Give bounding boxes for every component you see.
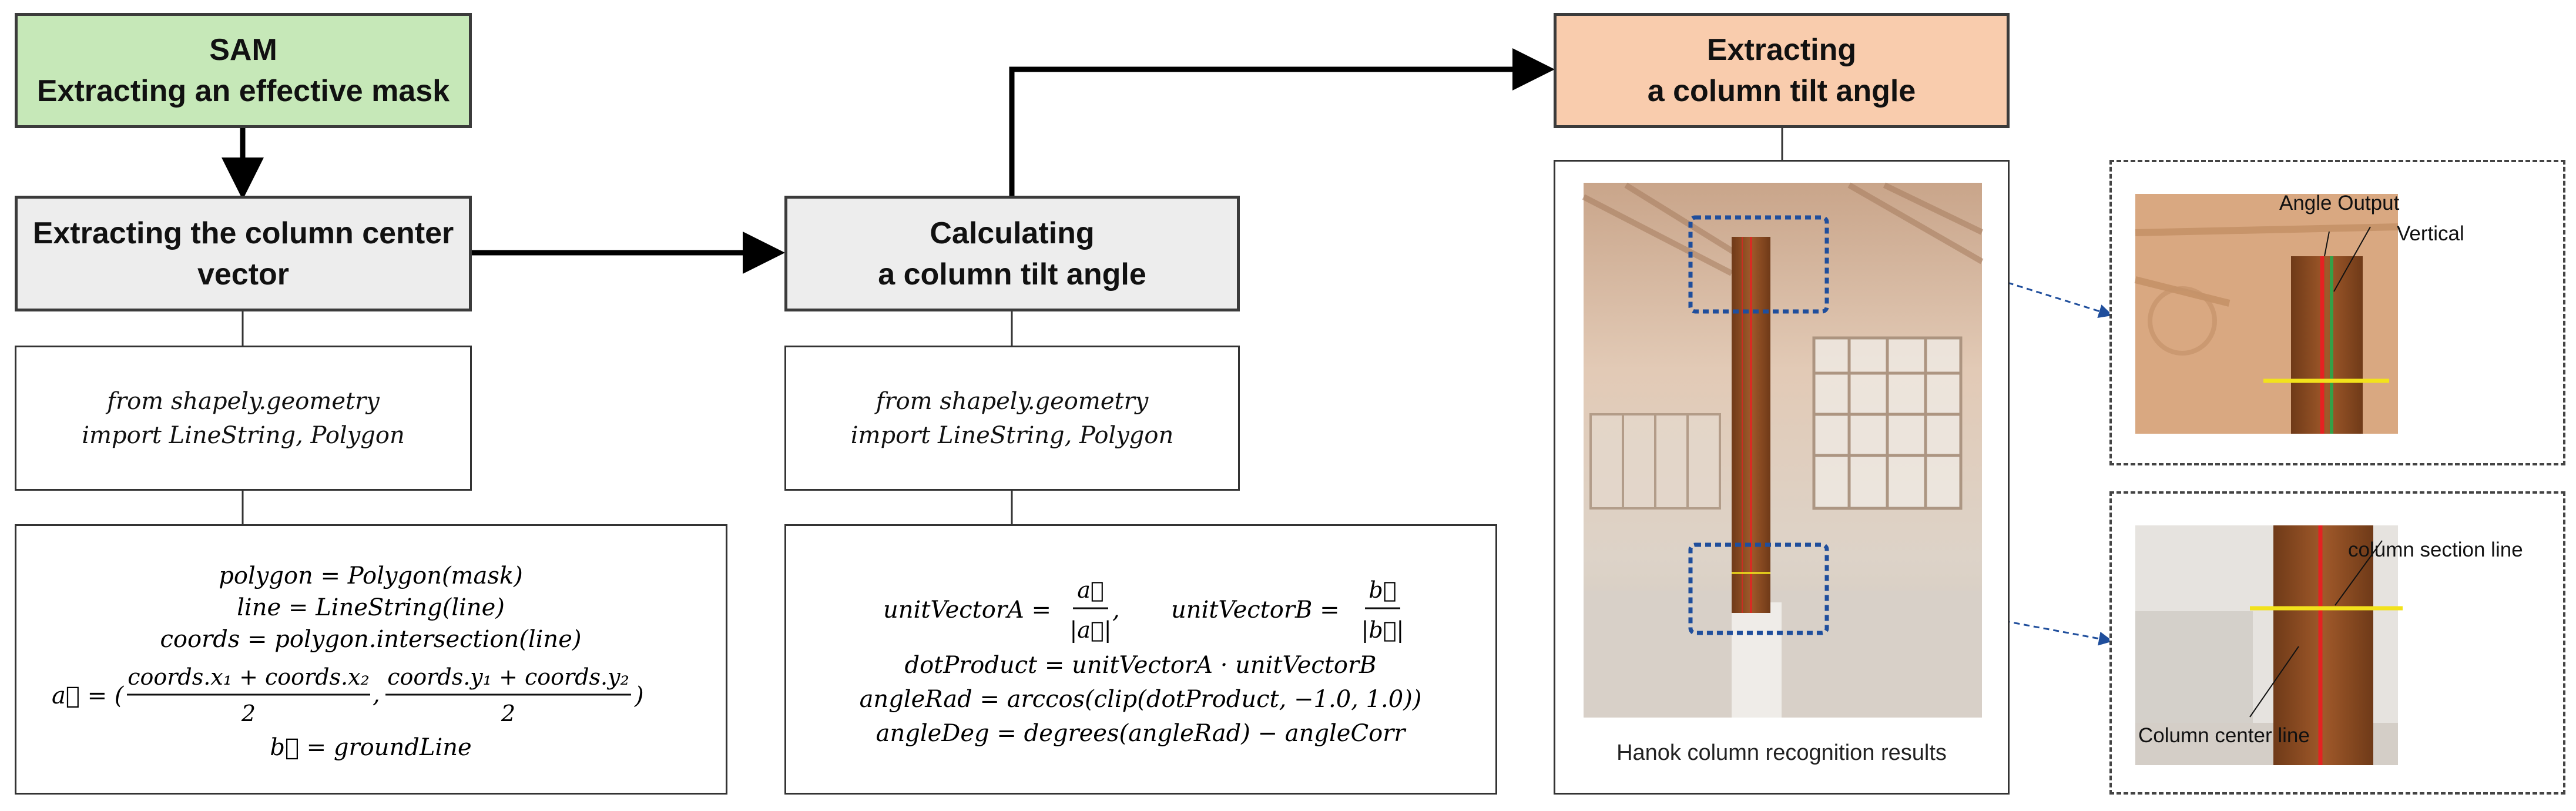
result-box: Hanok column recognition results [1554,160,2010,795]
label-column-section-line: column section line [2348,538,2523,561]
formula-b-line: b⃗ = groundLine [270,734,471,761]
formula-middle-svg: unitVectorA = a⃗ |a⃗| , unitVectorB = b⃗… [860,577,1422,747]
formula-a-num1: coords.x₁ + coords.x₂ [128,664,370,690]
formula-a-lhs: a⃗ = ( [52,682,125,709]
formula-unitA-den: |a⃗| [1069,617,1111,643]
formula-box-left: polygon = Polygon(mask) line = LineStrin… [15,524,727,795]
import-box-middle: from shapely.geometry import LineString,… [784,346,1240,491]
step-calculate-tilt-angle-label: Calculating a column tilt angle [878,216,1146,291]
label-vertical: Vertical [2397,222,2464,245]
step-extract-tilt-angle-label: Extracting a column tilt angle [1647,33,1916,108]
formula-unitB-den: |b⃗| [1361,617,1404,643]
formula-a-den2: 2 [501,701,515,726]
label-column-center-line: Column center line [2138,724,2310,747]
formula-unitA: unitVectorA = [883,596,1051,624]
import-box-left: from shapely.geometry import LineString,… [15,346,472,491]
formula-a-den1: 2 [241,701,256,726]
step-extract-center-vector: Extracting the column center vector [15,196,472,311]
step-calculate-tilt-angle: Calculating a column tilt angle [784,196,1240,311]
step-extract-center-vector-label: Extracting the column center vector [32,216,454,291]
formula-a-close: ) [634,682,644,709]
import-code-left: from shapely.geometry import LineString,… [82,387,405,449]
zoom-panel-top: Angle Output Vertical [2109,160,2565,465]
formula-left-svg: polygon = Polygon(mask) line = LineStrin… [52,562,644,761]
step-sam-label: SAM Extracting an effective mask [36,33,450,108]
step-extract-tilt-angle: Extracting a column tilt angle [1554,13,2010,128]
zoom-top-photo [2134,194,2399,434]
label-angle-output: Angle Output [2279,192,2400,215]
hanok-photo [1582,182,1984,718]
formula-unitA-num: a⃗ [1077,577,1103,603]
arrow-calc-to-extract [1009,48,1555,196]
formula-dot: dotProduct = unitVectorA · unitVectorB [904,652,1376,679]
result-caption: Hanok column recognition results [1616,740,1947,765]
formula-box-middle: unitVectorA = a⃗ |a⃗| , unitVectorB = b⃗… [784,524,1497,795]
zoom-bottom-photo [2135,525,2403,765]
formula-a-comma: , [373,681,380,708]
formula-unitA-sep: , [1112,596,1120,624]
formula-unitB-num: b⃗ [1368,577,1396,603]
formula-coords: coords = polygon.intersection(line) [160,626,582,653]
formula-unitB: unitVectorB = [1171,596,1340,624]
step-sam: SAM Extracting an effective mask [15,13,472,128]
formula-polygon: polygon = Polygon(mask) [219,562,522,589]
zoom-panel-bottom: column section line Column center line [2109,491,2565,795]
formula-a-num2: coords.y₁ + coords.y₂ [387,664,629,690]
formula-deg: angleDeg = degrees(angleRad) − angleCorr [876,720,1407,747]
import-code-middle: from shapely.geometry import LineString,… [850,387,1174,449]
formula-rad: angleRad = arccos(clip(dotProduct, −1.0,… [860,686,1422,713]
formula-line: line = LineString(line) [237,594,505,621]
